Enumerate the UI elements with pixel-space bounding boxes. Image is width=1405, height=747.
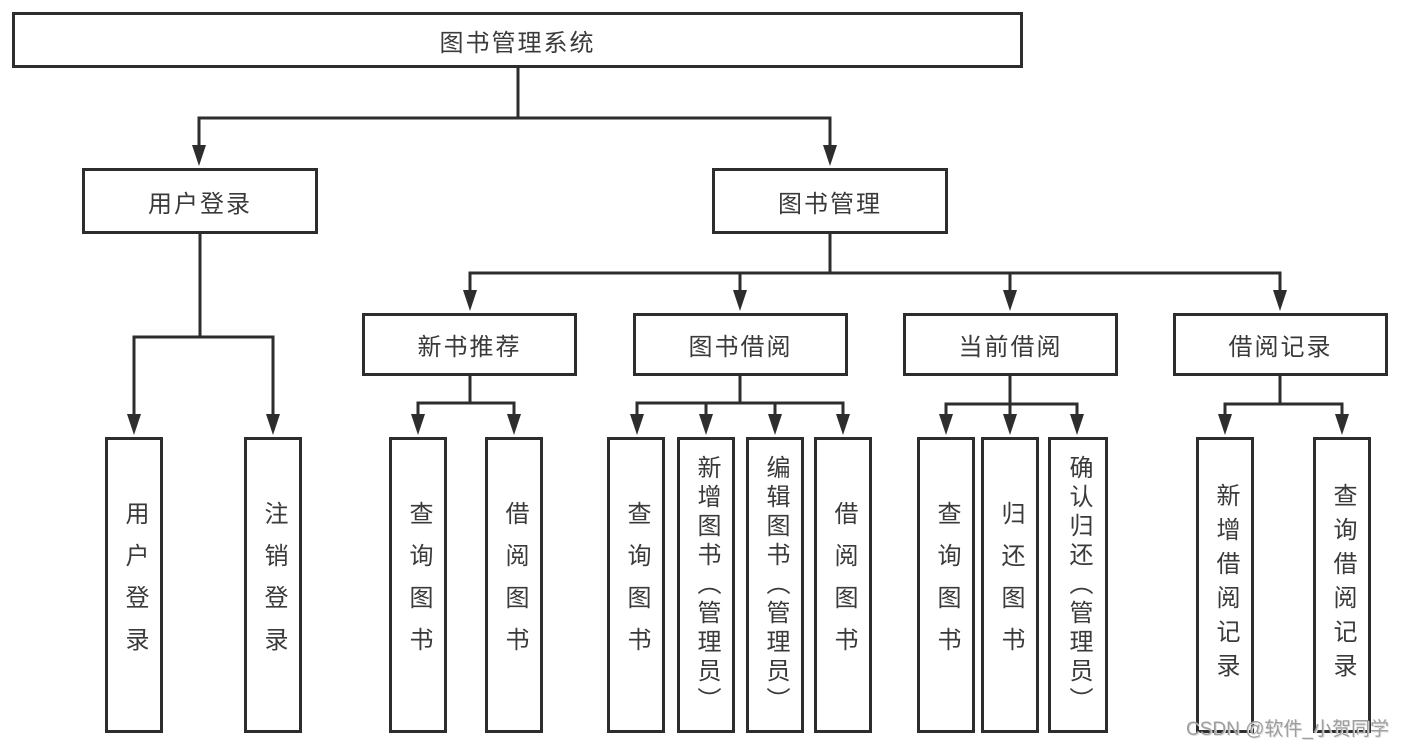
leaf-label: 查询图书: [933, 501, 960, 669]
leaf-add-book-admin: 新增图书（管理员）: [677, 437, 735, 733]
leaf-query-books-recommend: 查询图书: [389, 437, 447, 733]
node-book-management: 图书管理: [712, 168, 948, 234]
node-new-book-recommendation: 新书推荐: [362, 313, 577, 376]
leaf-label: 借阅图书: [830, 501, 857, 669]
node-label: 图书管理系统: [439, 29, 596, 57]
node-label: 新书推荐: [417, 334, 522, 361]
node-label: 图书借阅: [688, 334, 793, 361]
node-library-management-system: 图书管理系统: [12, 12, 1023, 68]
leaf-query-borrow-record: 查询借阅记录: [1313, 437, 1371, 733]
leaf-query-books-current: 查询图书: [917, 437, 975, 733]
node-label: 当前借阅: [958, 334, 1063, 361]
node-current-borrowing: 当前借阅: [903, 313, 1118, 376]
node-label: 图书管理: [778, 190, 882, 218]
leaf-user-login: 用户登录: [105, 437, 163, 733]
leaf-label: 新增借阅记录: [1212, 483, 1239, 687]
leaf-label: 查询图书: [623, 501, 650, 669]
leaf-edit-book-admin: 编辑图书（管理员）: [746, 437, 804, 733]
leaf-borrow-books-recommend: 借阅图书: [485, 437, 543, 733]
leaf-label: 编辑图书（管理员）: [762, 454, 789, 716]
leaf-label: 查询借阅记录: [1329, 483, 1356, 687]
leaf-confirm-return-admin: 确认归还（管理员）: [1048, 437, 1108, 733]
node-borrowing-records: 借阅记录: [1173, 313, 1388, 376]
leaf-label: 借阅图书: [501, 501, 528, 669]
node-user-login: 用户登录: [82, 168, 318, 234]
leaf-label: 用户登录: [121, 501, 148, 669]
leaf-query-books-borrowing: 查询图书: [607, 437, 665, 733]
leaf-label: 新增图书（管理员）: [693, 454, 720, 716]
leaf-logout: 注销登录: [244, 437, 302, 733]
leaf-return-books: 归还图书: [981, 437, 1039, 733]
leaf-label: 归还图书: [997, 501, 1024, 669]
node-book-borrowing: 图书借阅: [633, 313, 848, 376]
leaf-add-borrow-record: 新增借阅记录: [1196, 437, 1254, 733]
csdn-watermark: CSDN @软件_小贺同学: [1186, 719, 1389, 740]
node-label: 用户登录: [148, 190, 252, 218]
leaf-label: 注销登录: [260, 501, 287, 669]
leaf-borrow-books: 借阅图书: [814, 437, 872, 733]
leaf-label: 确认归还（管理员）: [1065, 454, 1092, 716]
leaf-label: 查询图书: [405, 501, 432, 669]
node-label: 借阅记录: [1228, 334, 1333, 361]
